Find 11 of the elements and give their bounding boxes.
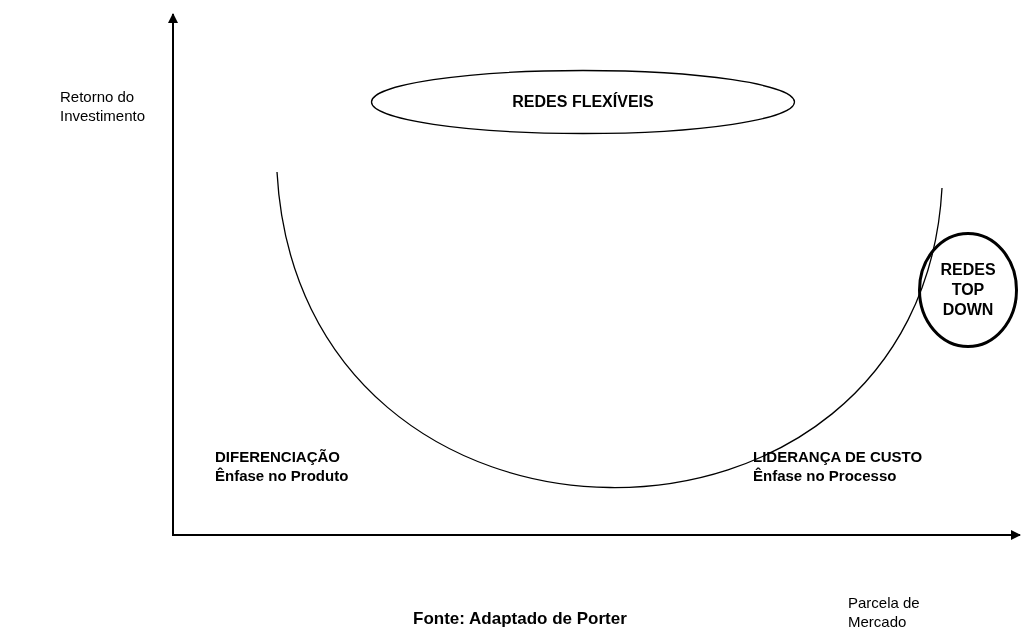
axis-or-region-label: Retorno do Investimento: [60, 87, 147, 125]
axis-or-region-label: Ênfase no Produto: [215, 466, 350, 485]
node-label: REDES FLEXÍVEIS: [512, 92, 654, 112]
axis-or-region-label: Parcela de Mercado: [848, 593, 921, 631]
ellipse-node: [370, 69, 796, 135]
axis-or-region-label: LIDERANÇA DE CUSTO: [753, 447, 924, 466]
node-label: REDES TOP DOWN: [939, 260, 997, 320]
axis-or-region-label: DIFERENCIAÇÃO: [215, 447, 341, 466]
axis-or-region-label: Ênfase no Processo: [753, 466, 898, 485]
ellipse-node: [918, 232, 1018, 348]
source-note: Fonte: Adaptado de Porter: [413, 609, 628, 628]
